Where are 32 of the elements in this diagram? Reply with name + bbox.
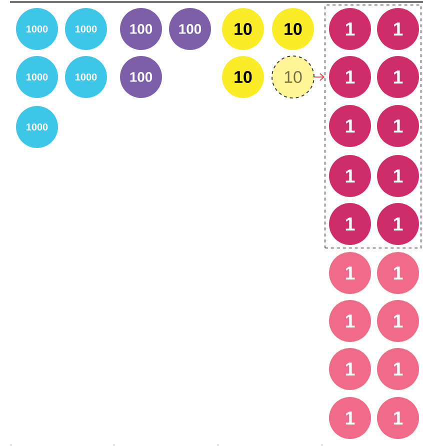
counter: 1 — [329, 155, 371, 197]
counter: 100 — [120, 8, 162, 50]
counter: 1 — [377, 252, 419, 294]
counter: 100 — [169, 8, 211, 50]
counter: 1 — [377, 8, 419, 50]
dashed-group-box — [324, 4, 422, 248]
counter: 1 — [329, 105, 371, 147]
counter: 10 — [272, 8, 314, 50]
counter: 1 — [377, 105, 419, 147]
counter: 1000 — [65, 8, 107, 50]
counter: 1 — [329, 203, 371, 245]
arrow — [314, 73, 325, 81]
counter: 1 — [329, 252, 371, 294]
counter: 1 — [377, 203, 419, 245]
counter: 1 — [377, 348, 419, 390]
counter: 1 — [377, 300, 419, 342]
counter: 100 — [120, 56, 162, 98]
counter: 1 — [377, 56, 419, 98]
counter: 1 — [329, 397, 371, 439]
counter: 1 — [329, 8, 371, 50]
counter: 1000 — [16, 8, 58, 50]
counter: 10 — [222, 8, 264, 50]
counter: 1000 — [16, 106, 58, 148]
counter: 10 — [272, 56, 314, 98]
counter: 1000 — [16, 56, 58, 98]
counter: 1000 — [65, 56, 107, 98]
counter: 1 — [329, 348, 371, 390]
counter: 1 — [329, 56, 371, 98]
counter: 1 — [329, 300, 371, 342]
counter: 1 — [377, 155, 419, 197]
counter: 1 — [377, 397, 419, 439]
counter: 10 — [222, 56, 264, 98]
